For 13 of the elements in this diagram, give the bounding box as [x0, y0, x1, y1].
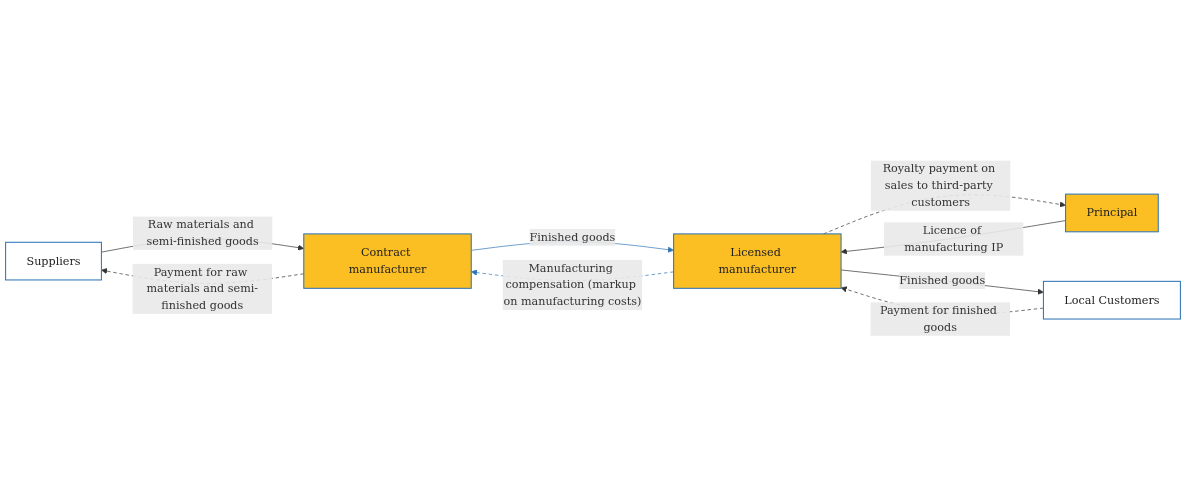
edge-label: Raw materials and semi-finished goods — [146, 218, 259, 249]
edge-label: Royalty payment on sales to third-party customers — [882, 162, 996, 210]
node-box: Principal — [1065, 193, 1159, 233]
node-box: Local Customers — [1042, 281, 1181, 320]
edge-label: Finished goods — [899, 273, 986, 288]
edge-label: Licence of manufacturing IP — [904, 223, 1004, 254]
edge-label: Payment for raw materials and semi-finished goods — [146, 265, 259, 313]
edge-label: Manufacturing compensation (markup on manufacturing costs) — [503, 261, 642, 309]
edge-label: Finished goods — [529, 230, 616, 244]
edge-label: Payment for finished goods — [879, 304, 997, 335]
node-box: Suppliers — [5, 242, 102, 281]
node-box: Licensed manufacturer — [673, 233, 842, 290]
node-box: Contract manufacturer — [303, 233, 472, 290]
